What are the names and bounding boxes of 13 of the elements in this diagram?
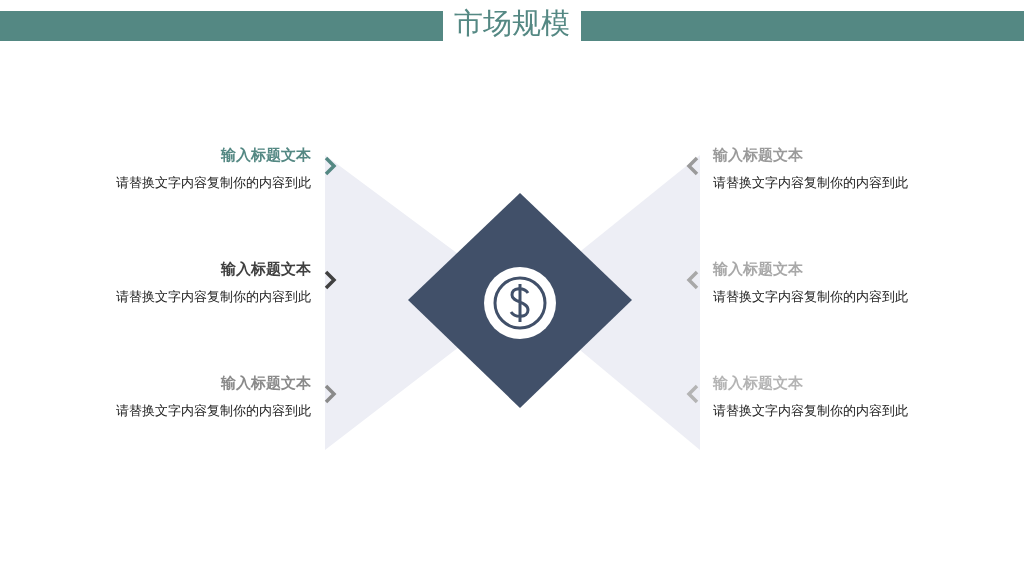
item-description: 请替换文字内容复制你的内容到此 xyxy=(713,289,908,304)
item-description: 请替换文字内容复制你的内容到此 xyxy=(116,175,311,190)
item-heading: 输入标题文本 xyxy=(713,374,803,392)
item-heading: 输入标题文本 xyxy=(713,146,803,164)
item-description: 请替换文字内容复制你的内容到此 xyxy=(116,289,311,304)
slide-title: 市场规模 xyxy=(453,6,571,41)
item-heading: 输入标题文本 xyxy=(713,260,803,278)
item-description: 请替换文字内容复制你的内容到此 xyxy=(713,175,908,190)
item-description: 请替换文字内容复制你的内容到此 xyxy=(713,403,908,418)
item-heading: 输入标题文本 xyxy=(221,374,311,392)
item-description: 请替换文字内容复制你的内容到此 xyxy=(116,403,311,418)
item-heading: 输入标题文本 xyxy=(221,260,311,278)
item-heading: 输入标题文本 xyxy=(221,146,311,164)
